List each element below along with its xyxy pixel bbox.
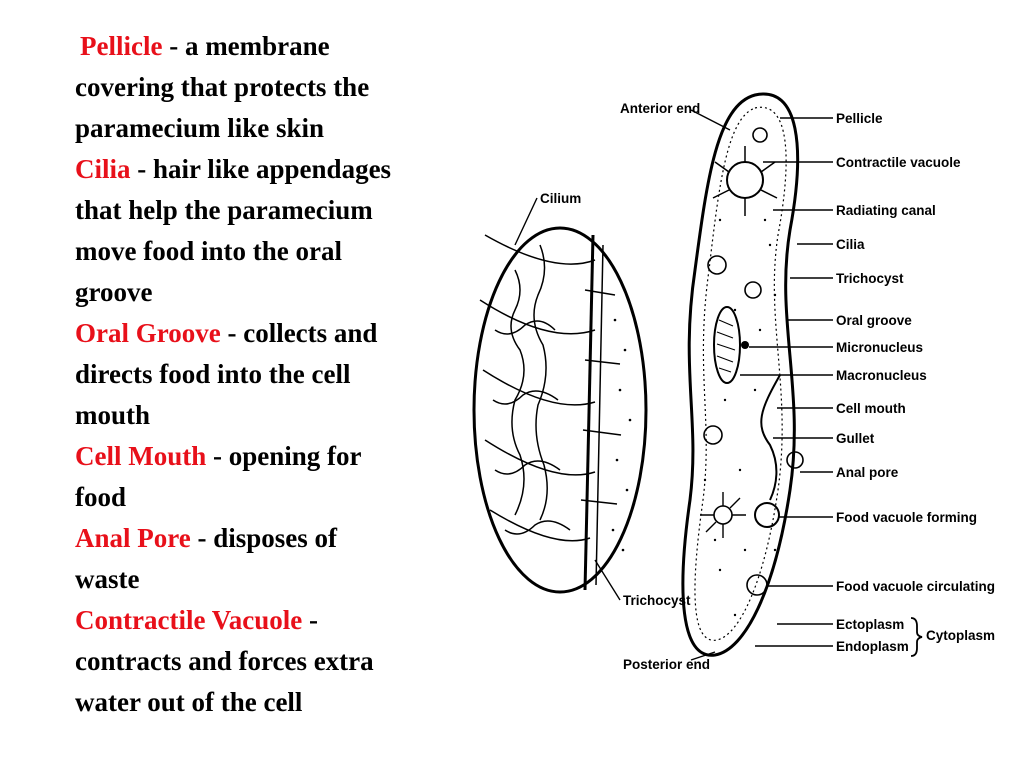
label-cilia: Cilia	[836, 237, 865, 252]
label-cytoplasm: Cytoplasm	[926, 628, 995, 643]
contractile-vacuole-anterior	[712, 146, 778, 216]
label-contractile-vacuole: Contractile vacuole	[836, 155, 961, 170]
micronucleus	[741, 341, 749, 349]
oral-groove-gullet	[754, 374, 781, 528]
cytoplasm-brace	[910, 617, 923, 657]
desc-cilia: - hair like appendages	[130, 154, 392, 184]
desc-pellicle: - a membrane	[162, 31, 330, 61]
term-cilia: Cilia	[75, 154, 131, 184]
label-food-vacuole-forming: Food vacuole forming	[836, 510, 977, 525]
desc-line: covering that protects the	[75, 72, 370, 102]
label-anal-pore: Anal pore	[836, 465, 899, 480]
paramecium-diagram: Cilium Trichocyst	[472, 92, 995, 672]
desc-contractile-vacuole: -	[302, 605, 318, 635]
term-contractile-vacuole: Contractile Vacuole	[75, 605, 303, 635]
label-radiating-canal: Radiating canal	[836, 203, 936, 218]
desc-anal-pore: - disposes of	[190, 523, 338, 553]
desc-line: waste	[75, 564, 140, 594]
definition-contractile-vacuole: Contractile Vacuole -	[75, 600, 485, 641]
desc-cell-mouth: - opening for	[206, 441, 362, 471]
cytoplasm-stipple	[703, 218, 777, 617]
desc-line: move food into the oral	[75, 236, 342, 266]
food-vacuoles	[703, 127, 804, 596]
definition-cilia: Cilia - hair like appendages	[75, 149, 485, 190]
label-food-vacuole-circulating: Food vacuole circulating	[836, 579, 995, 594]
desc-line: that help the paramecium	[75, 195, 373, 225]
cilium-detail-texture	[479, 234, 622, 591]
label-micronucleus: Micronucleus	[836, 340, 923, 355]
desc-line: contracts and forces extra	[75, 646, 374, 676]
cilium-label: Cilium	[540, 191, 581, 206]
label-oral-groove: Oral groove	[836, 313, 912, 328]
desc-line: food	[75, 482, 127, 512]
definition-cell-mouth: Cell Mouth - opening for	[75, 436, 485, 477]
label-endoplasm: Endoplasm	[836, 639, 909, 654]
term-oral-groove: Oral Groove	[75, 318, 221, 348]
label-cell-mouth: Cell mouth	[836, 401, 906, 416]
definition-anal-pore: Anal Pore - disposes of	[75, 518, 485, 559]
label-trichocyst: Trichocyst	[836, 271, 904, 286]
label-pellicle: Pellicle	[836, 111, 883, 126]
definition-pellicle: Pellicle - a membrane	[75, 26, 485, 67]
detail-stipple	[611, 318, 632, 552]
cilium-detail-view: Cilium Trichocyst	[472, 191, 691, 608]
contractile-vacuole-posterior	[700, 492, 746, 538]
desc-line: mouth	[75, 400, 151, 430]
desc-line: groove	[75, 277, 153, 307]
macronucleus	[713, 306, 741, 384]
paramecium-body	[681, 92, 804, 657]
desc-line: water out of the cell	[75, 687, 303, 717]
definition-oral-groove: Oral Groove - collects and	[75, 313, 485, 354]
term-anal-pore: Anal Pore	[75, 523, 191, 553]
leader-lines	[690, 109, 833, 661]
posterior-end-label: Posterior end	[623, 657, 710, 672]
anterior-end-label: Anterior end	[620, 101, 700, 116]
desc-line: paramecium like skin	[75, 113, 325, 143]
desc-line: directs food into the cell	[75, 359, 351, 389]
label-gullet: Gullet	[836, 431, 875, 446]
term-cell-mouth: Cell Mouth	[75, 441, 207, 471]
term-pellicle: Pellicle	[80, 31, 163, 61]
definitions-text: Pellicle - a membrane covering that prot…	[75, 26, 485, 723]
trichocyst-detail-label: Trichocyst	[623, 593, 691, 608]
label-ectoplasm: Ectoplasm	[836, 617, 904, 632]
label-macronucleus: Macronucleus	[836, 368, 927, 383]
desc-oral-groove: - collects and	[220, 318, 378, 348]
